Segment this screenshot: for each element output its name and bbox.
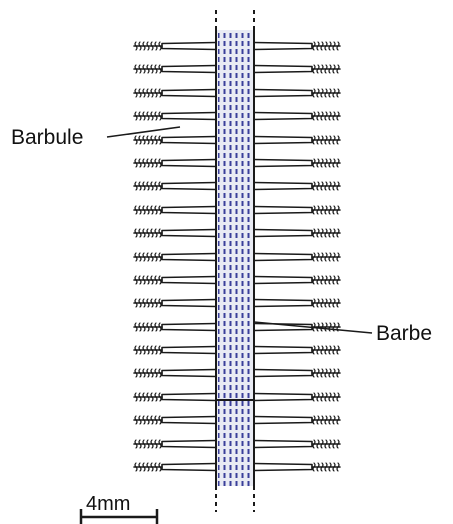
- scale-bar-label: 4mm: [86, 493, 130, 515]
- barbule-right-6: [254, 159, 340, 167]
- barbule-right-15: [254, 369, 340, 377]
- barbule-left-14: [134, 346, 216, 354]
- barbule-left-11: [134, 276, 216, 284]
- barbule-right-14: [254, 346, 340, 354]
- barbule-label: Barbule: [11, 126, 83, 149]
- barbule-right-7: [254, 182, 340, 190]
- barbule-left-12: [134, 299, 216, 307]
- barbe-leader-line: [254, 322, 372, 333]
- barbule-left-18: [134, 440, 216, 448]
- shaft-dots: [218, 30, 252, 486]
- barbule-left-19: [134, 463, 216, 471]
- barbule-right-19: [254, 463, 340, 471]
- barbule-right-5: [254, 136, 340, 144]
- barbule-right-11: [254, 276, 340, 284]
- barbule-left-3: [134, 89, 216, 97]
- barbule-right-17: [254, 416, 340, 424]
- barbule-left-9: [134, 229, 216, 237]
- barbule-left-4: [134, 112, 216, 120]
- barbule-left-7: [134, 182, 216, 190]
- barbule-right-2: [254, 65, 340, 73]
- barbule-right-1: [254, 42, 340, 50]
- barbule-left-16: [134, 393, 216, 401]
- barbule-left-2: [134, 65, 216, 73]
- barbule-right-4: [254, 112, 340, 120]
- shaft: [216, 30, 254, 486]
- barbule-left-5: [134, 136, 216, 144]
- barbule-right-3: [254, 89, 340, 97]
- barbule-right-18: [254, 440, 340, 448]
- barbule-left-15: [134, 369, 216, 377]
- barbule-left-13: [134, 323, 216, 331]
- barbule-left-6: [134, 159, 216, 167]
- barbule-right-12: [254, 299, 340, 307]
- barbule-left-17: [134, 416, 216, 424]
- barbe-label: Barbe: [376, 322, 432, 345]
- barbule-left-1: [134, 42, 216, 50]
- barbule-right-8: [254, 206, 340, 214]
- barbule-leader-line: [107, 127, 180, 137]
- barbule-right-13: [254, 323, 340, 331]
- barbule-right-10: [254, 253, 340, 261]
- barbule-left-8: [134, 206, 216, 214]
- barbule-left-10: [134, 253, 216, 261]
- barbule-right-16: [254, 393, 340, 401]
- barbule-right-9: [254, 229, 340, 237]
- scale-bar: 4mm: [80, 493, 158, 524]
